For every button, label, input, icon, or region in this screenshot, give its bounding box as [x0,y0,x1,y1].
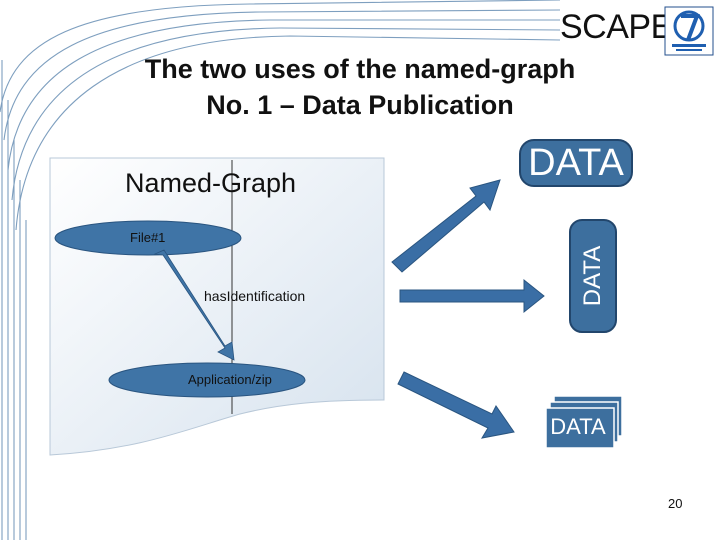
named-graph-document [49,157,385,456]
predicate-arrow [153,249,235,361]
slide-title-line-1: The two uses of the named-graph [144,54,576,84]
data-box-top [519,139,633,187]
arrow-to-data-top [391,179,501,273]
data-label-bottom: DATA [550,414,606,439]
object-node [108,362,306,398]
page-number: 20 [668,496,683,511]
slide-title-line-2: No. 1 – Data Publication [206,90,514,120]
named-graph-label: Named-Graph [125,168,297,198]
subject-node-label: File#1 [130,230,166,245]
data-stack-bottom [545,395,623,449]
subject-node [54,220,242,256]
arrow-to-data-middle [399,278,545,314]
object-node-label: Application/zip [188,372,272,387]
data-label-middle-text: DATA [579,245,606,307]
predicate-label: hasIdentification [204,288,306,304]
data-label-top: DATA [528,142,624,184]
brand-name: SCAPE [560,8,673,46]
arrow-to-data-bottom [397,371,515,439]
data-label-middle: DATA [570,220,616,332]
data-box-middle [569,219,617,333]
eu-fp7-logo [664,6,714,56]
